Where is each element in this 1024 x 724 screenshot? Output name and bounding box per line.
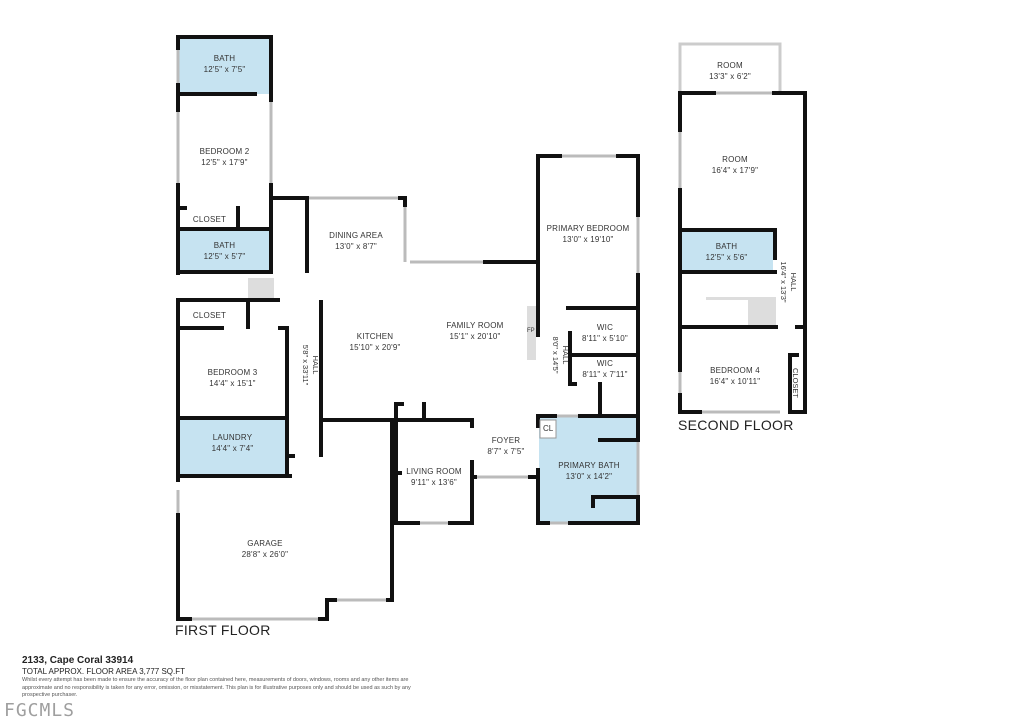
stairs-second-floor (748, 298, 776, 325)
address: 2133, Cape Coral 33914 (22, 655, 134, 666)
room-dining-area: DINING AREA 13'0" x 8'7" (329, 231, 383, 251)
room-foyer: FOYER 8'7" x 7'5" (487, 436, 525, 456)
room-primary-bedroom: PRIMARY BEDROOM 13'0" x 19'10" (546, 224, 630, 244)
closet-upper-label: CLOSET (791, 367, 800, 398)
room-primary-bath: PRIMARY BATH 13'0" x 14'2" (558, 461, 620, 481)
room-garage: GARAGE 28'8" x 26'0" (241, 539, 289, 559)
wet-room-fills (178, 37, 773, 523)
room-family-room: FAMILY ROOM 15'1" x 20'10" (446, 321, 504, 341)
disclaimer: Whilst every attempt has been made to en… (22, 677, 411, 698)
bath-upper-fill (680, 231, 773, 271)
fireplace (527, 306, 536, 360)
room-bath-2: BATH 12'5" x 5'7" (203, 241, 246, 261)
room-upper-large: ROOM 16'4" x 17'9" (711, 155, 759, 175)
room-closet-1: CLOSET (192, 215, 227, 224)
room-upper-small: ROOM 13'3" x 6'2" (709, 61, 751, 81)
stairs-first-floor (248, 278, 274, 298)
room-bedroom-2: BEDROOM 2 12'5" x 17'9" (199, 147, 250, 167)
hall-west-label: HALL 5'8" x 33'11" (301, 344, 320, 386)
room-bedroom-4: BEDROOM 4 16'4" x 10'11" (709, 366, 761, 386)
fireplace-label: FP (527, 328, 535, 334)
second-floor-title: SECOND FLOOR (678, 417, 794, 433)
stairs-fills (248, 278, 776, 360)
bath-2-fill (178, 231, 271, 271)
room-bath-1: BATH 12'5" x 7'5" (203, 54, 246, 74)
room-kitchen: KITCHEN 15'10" x 20'9" (349, 332, 401, 352)
footer: 2133, Cape Coral 33914 TOTAL APPROX. FLO… (22, 655, 422, 700)
total-area: TOTAL APPROX. FLOOR AREA 3,777 SQ.FT (22, 667, 186, 676)
room-closet-2: CLOSET (192, 311, 227, 320)
walls (176, 35, 807, 621)
room-laundry: LAUNDRY 14'4" x 7'4" (211, 433, 254, 453)
laundry-fill (178, 420, 287, 475)
upper-room-outline (678, 42, 782, 93)
bath-1-fill (178, 37, 271, 94)
first-floor-title: FIRST FLOOR (175, 622, 271, 638)
small-closet-label: CL (543, 424, 554, 433)
room-bedroom-3: BEDROOM 3 14'4" x 15'1" (207, 368, 258, 388)
room-wic-1: WIC 8'11" x 5'10" (582, 323, 628, 343)
hall-upper-label: HALL 16'4" x 13'3" (779, 261, 798, 303)
mls-watermark: FGCMLS (4, 700, 76, 721)
room-upper-bath: BATH 12'5" x 5'6" (705, 242, 748, 262)
hall-east-label: HALL 8'0" x 14'5" (551, 336, 570, 374)
windows (176, 48, 780, 621)
small-closet-box (539, 419, 557, 439)
room-wic-2: WIC 8'11" x 7'11" (582, 359, 628, 379)
room-living-room: LIVING ROOM 9'11" x 13'6" (406, 467, 462, 487)
